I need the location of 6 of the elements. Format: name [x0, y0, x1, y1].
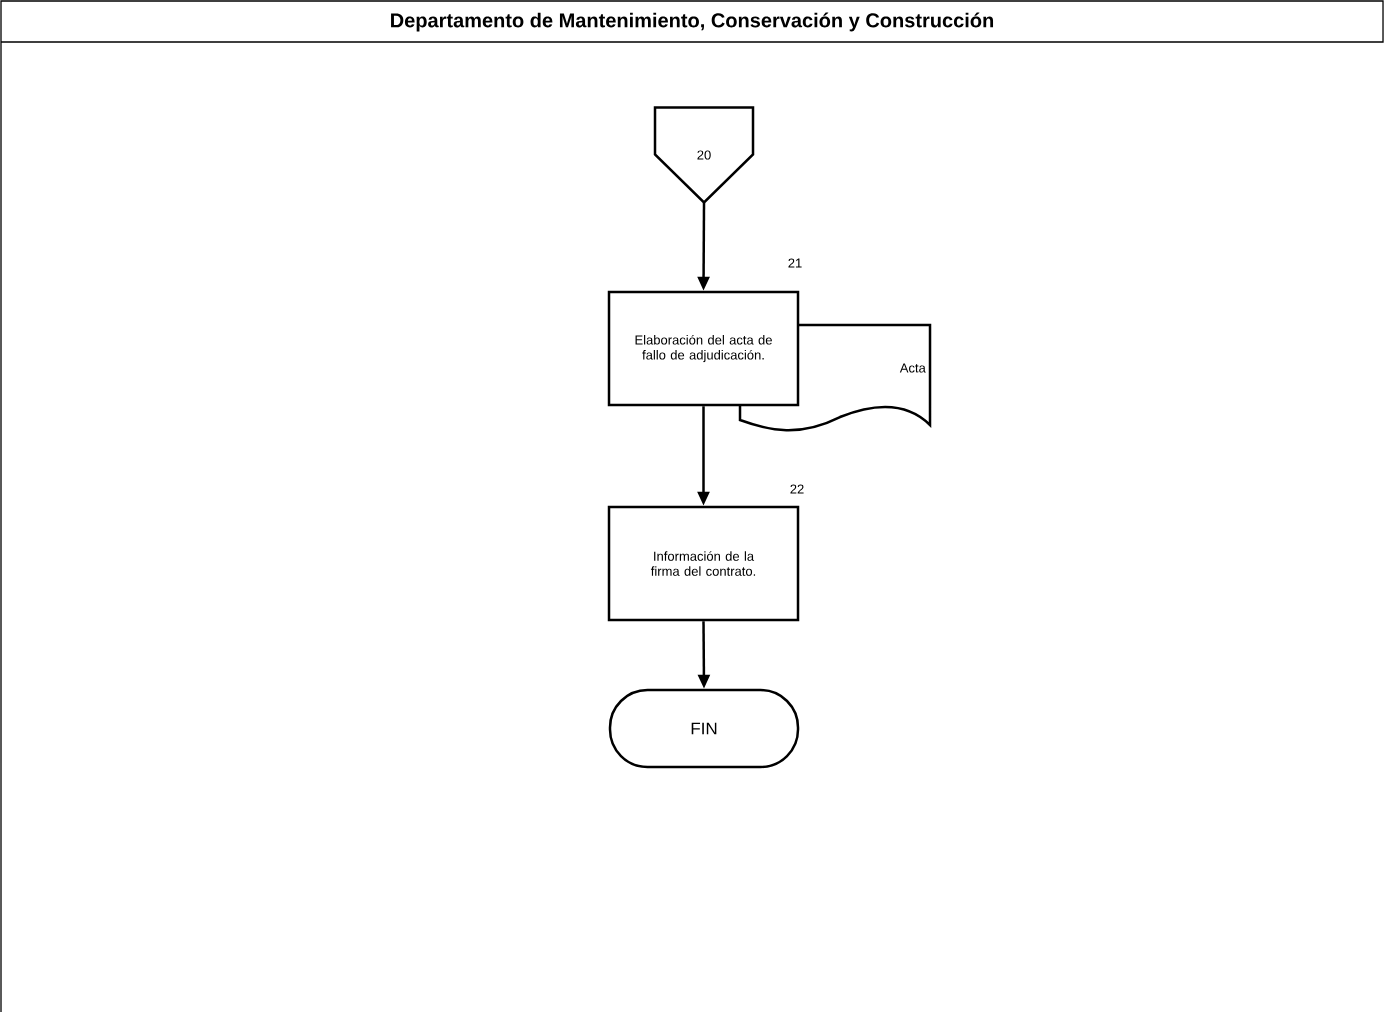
process-box: Información de la firma del contrato. — [607, 505, 800, 622]
terminator: FIN — [608, 688, 800, 769]
process-box: Elaboración del acta de fallo de adjudicación. — [607, 290, 800, 407]
step-number: 22 — [790, 484, 804, 494]
off-page-connector: 20 — [653, 106, 755, 205]
step-number: 21 — [788, 258, 802, 268]
